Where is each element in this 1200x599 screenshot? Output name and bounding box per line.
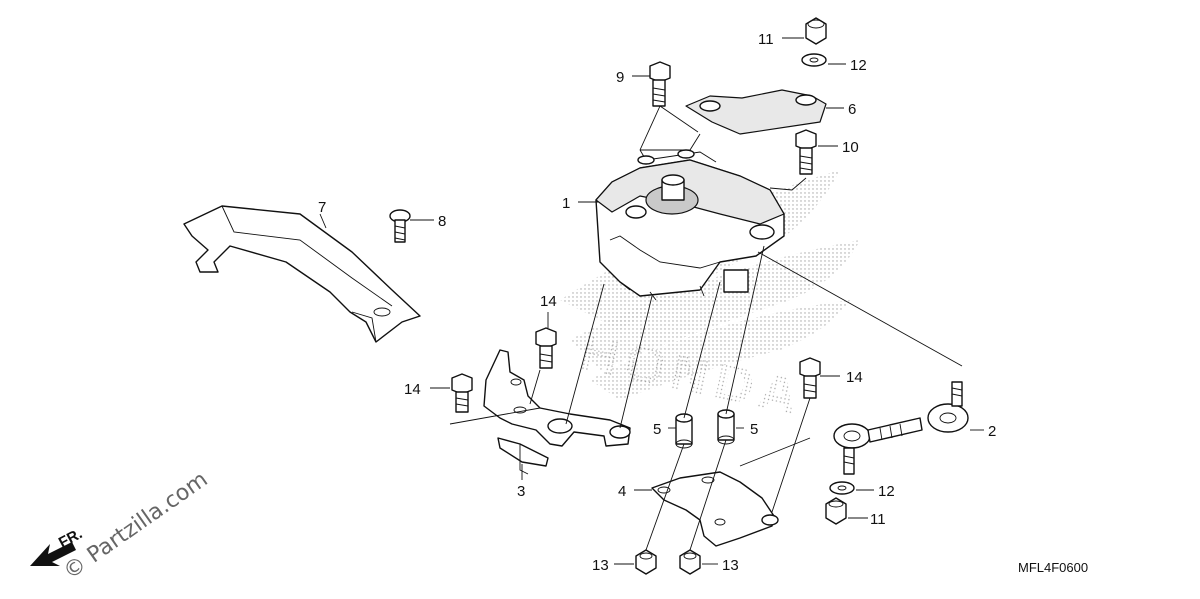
part-2-tie-rod[interactable] [833, 381, 969, 475]
part-5-spacer-b[interactable] [717, 409, 735, 445]
callout-13a: 13 [592, 557, 609, 574]
front-label: FR. [56, 525, 85, 551]
part-9-bolt[interactable] [649, 61, 671, 107]
part-13-nut-b[interactable] [679, 549, 701, 575]
part-12-washer-bottom[interactable] [829, 481, 855, 495]
part-13-nut-a[interactable] [635, 549, 657, 575]
part-12-washer-top[interactable] [801, 53, 827, 67]
callout-14b: 14 [404, 381, 421, 398]
callout-11a: 11 [758, 31, 774, 48]
front-arrow-icon [30, 542, 76, 566]
callout-2: 2 [988, 423, 996, 440]
part-8-bolt[interactable] [389, 209, 411, 243]
part-14-bolt-a[interactable] [535, 327, 557, 369]
callout-labels: 1 2 3 4 5 5 6 7 8 9 10 11 11 12 12 13 13… [318, 31, 996, 574]
part-6-top-plate[interactable] [685, 89, 827, 135]
part-11-nut-top[interactable] [805, 17, 827, 45]
callout-3: 3 [517, 483, 525, 500]
callout-8: 8 [438, 213, 446, 230]
part-1-steering-damper[interactable] [595, 149, 785, 301]
callout-12a: 12 [850, 57, 867, 74]
part-10-bolt[interactable] [795, 129, 817, 175]
part-14-bolt-c[interactable] [799, 357, 821, 399]
callout-5b: 5 [750, 421, 758, 438]
callout-1: 1 [562, 195, 570, 212]
callout-7: 7 [318, 199, 326, 216]
callout-6: 6 [848, 101, 856, 118]
callout-10: 10 [842, 139, 859, 156]
callout-12b: 12 [878, 483, 895, 500]
part-11-nut-bottom[interactable] [825, 497, 847, 525]
assembly-lines [449, 105, 963, 551]
callout-14a: 14 [540, 293, 557, 310]
part-7-guard[interactable] [183, 205, 421, 343]
callout-14c: 14 [846, 369, 863, 386]
part-14-bolt-b[interactable] [451, 373, 473, 413]
diagram-code: MFL4F0600 [1018, 560, 1088, 575]
callout-4: 4 [618, 483, 626, 500]
callout-11b: 11 [870, 511, 886, 528]
part-5-spacer-a[interactable] [675, 413, 693, 449]
watermark: © Partzilla.com [59, 467, 212, 585]
callout-leaders [319, 37, 984, 565]
callout-5a: 5 [653, 421, 661, 438]
callout-9: 9 [616, 69, 624, 86]
callout-13b: 13 [722, 557, 739, 574]
part-4-lower-bracket[interactable] [651, 471, 779, 547]
